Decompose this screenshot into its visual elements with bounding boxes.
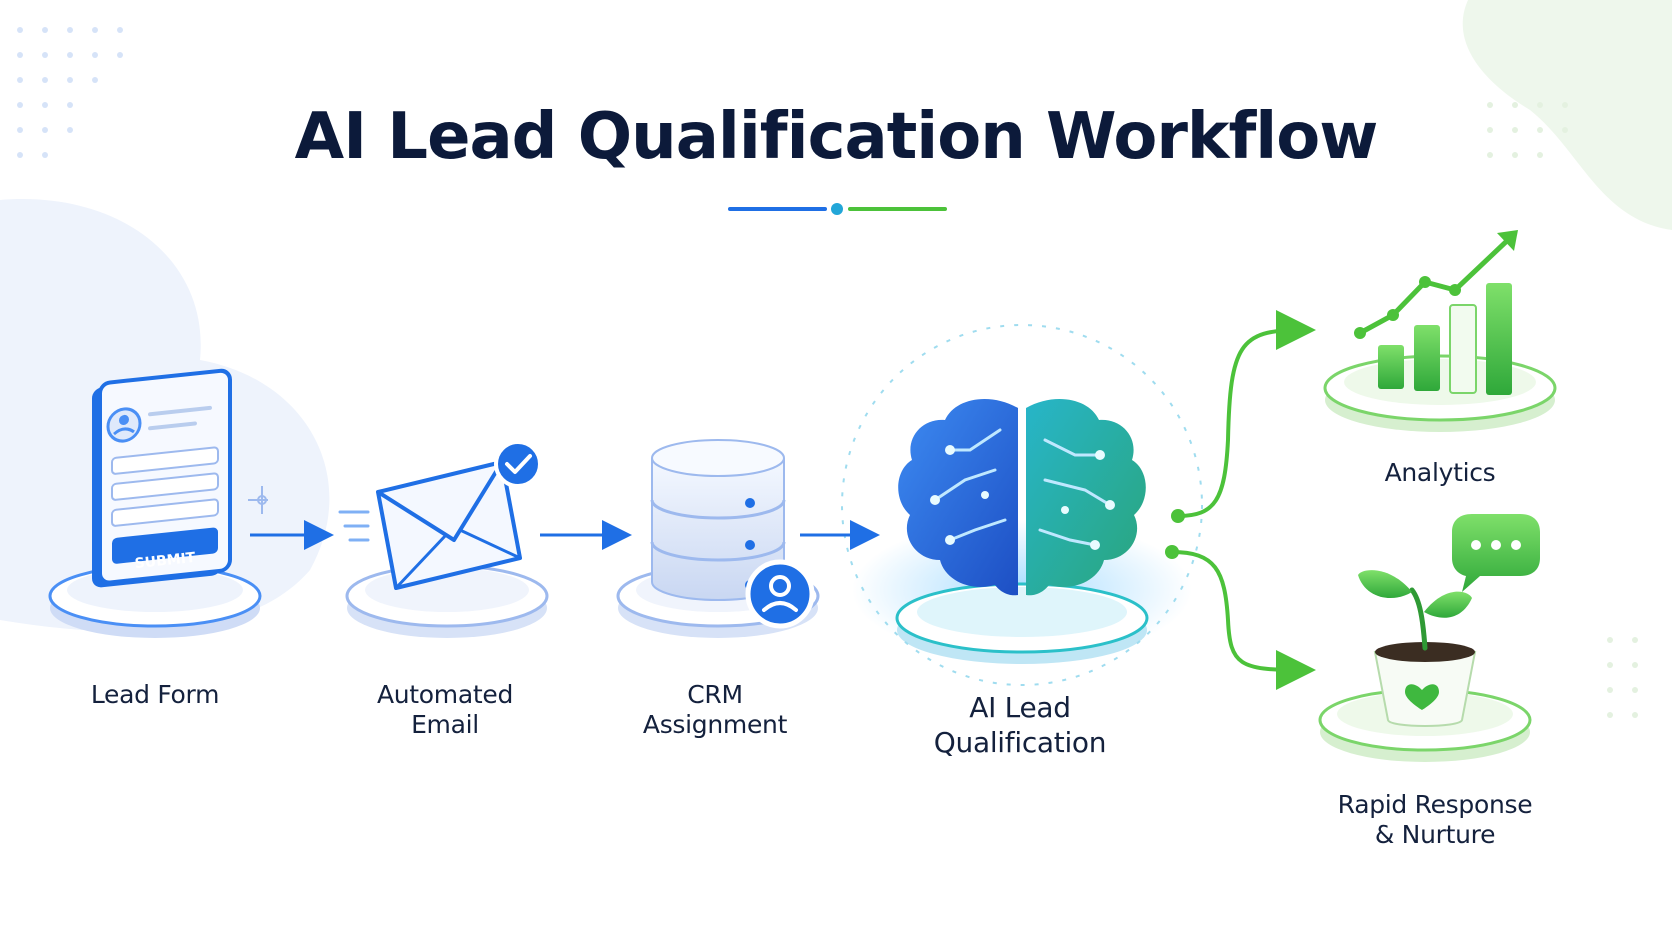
- check-badge-icon: [494, 440, 542, 488]
- arrow-ai-to-analytics: [1171, 310, 1316, 523]
- form-icon: [92, 368, 232, 588]
- outcome-label-analytics: Analytics: [1340, 458, 1540, 488]
- page-title: AI Lead Qualification Workflow: [294, 100, 1379, 174]
- outcome-label-line: & Nurture: [1374, 820, 1496, 849]
- arrow-ai-to-nurture: [1165, 545, 1316, 690]
- step-label-line: Lead Form: [90, 680, 220, 709]
- step-label-line: AI Lead: [969, 691, 1071, 724]
- outcome-label-rapid-response: Rapid Response & Nurture: [1300, 790, 1570, 850]
- submit-button-label: SUBMIT: [134, 550, 197, 572]
- step-label-line: Assignment: [642, 710, 788, 739]
- step-label-ai-lead-qualification: AI Lead Qualification: [900, 690, 1140, 760]
- step-label-crm-assignment: CRM Assignment: [615, 680, 815, 740]
- step-label-line: CRM: [687, 680, 743, 709]
- step-label-line: Automated: [376, 680, 514, 709]
- platform-ai: [841, 324, 1203, 686]
- step-label-lead-form: Lead Form: [55, 680, 255, 710]
- database-icon: [650, 439, 786, 601]
- bar-chart-icon: [1354, 230, 1518, 395]
- connector-node-icon: [248, 486, 268, 514]
- user-badge-icon: [745, 559, 815, 629]
- title-divider: [728, 203, 947, 215]
- step-label-line: Email: [411, 710, 479, 739]
- envelope-icon: [338, 460, 522, 590]
- plant-icon: [1358, 570, 1477, 727]
- outcome-label-line: Rapid Response: [1337, 790, 1533, 819]
- outcome-label-line: Analytics: [1384, 458, 1496, 487]
- brain-icon: [898, 398, 1146, 596]
- chat-bubble-icon: [1452, 514, 1540, 592]
- step-label-automated-email: Automated Email: [345, 680, 545, 740]
- step-label-line: Qualification: [933, 726, 1107, 759]
